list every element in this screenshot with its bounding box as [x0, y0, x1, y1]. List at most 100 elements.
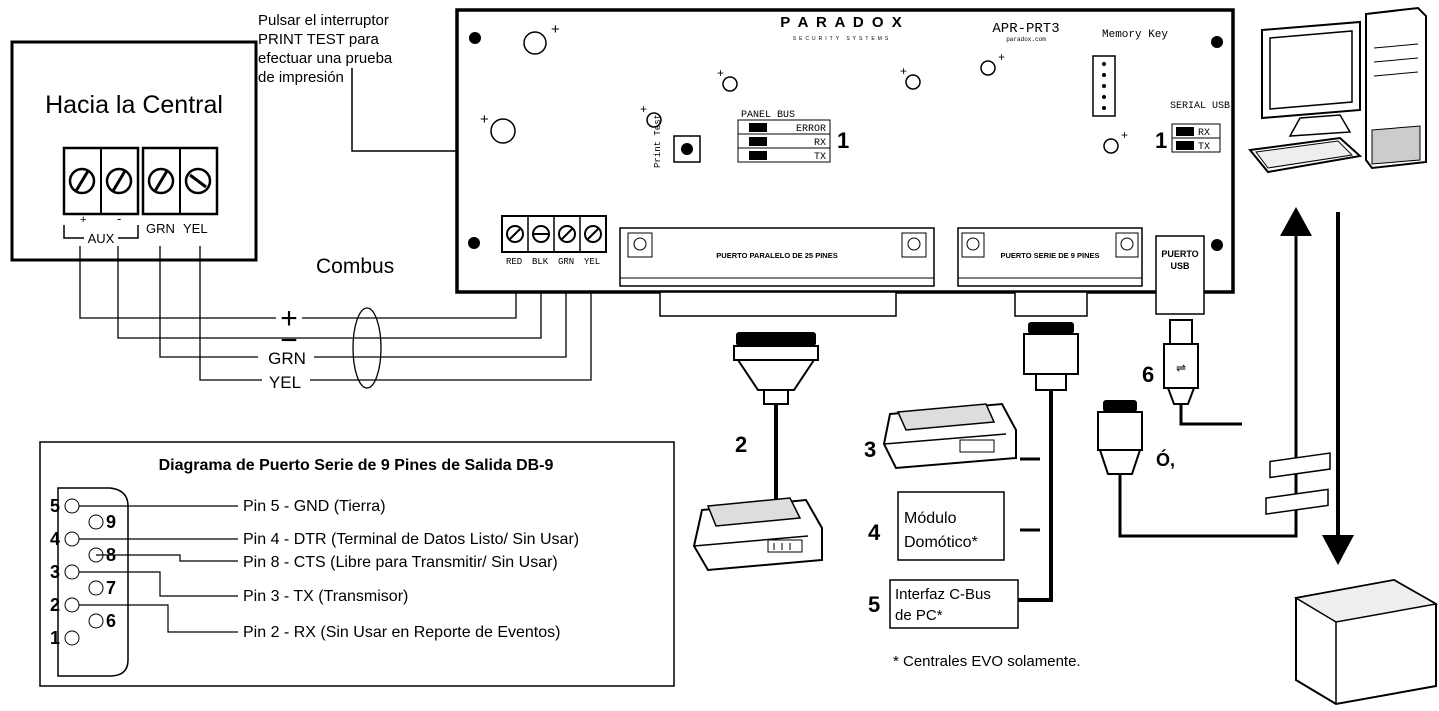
svg-text:SECURITY SYSTEMS: SECURITY SYSTEMS — [793, 36, 891, 42]
memory-key-label: Memory Key — [1102, 29, 1168, 41]
svg-text:6: 6 — [106, 611, 116, 631]
callout-3: 3 — [864, 437, 876, 462]
db9-line-2: Pin 4 - DTR (Terminal de Datos Listo/ Si… — [243, 531, 579, 548]
svg-text:4: 4 — [50, 529, 60, 549]
up-arrow-icon — [1280, 207, 1312, 260]
aux-plus-label: + — [80, 214, 86, 226]
central-panel: Hacia la Central + - AUX GRN YEL — [10, 40, 258, 262]
print-test-label: Print Test — [653, 114, 663, 168]
combus-label: Combus — [316, 255, 394, 278]
svg-text:+: + — [551, 21, 560, 38]
svg-text:TX: TX — [814, 152, 826, 163]
computer-icon — [1248, 6, 1427, 174]
svg-text:9: 9 — [106, 512, 116, 532]
screw-icon — [147, 167, 175, 195]
svg-text:3: 3 — [50, 562, 60, 582]
or-label: Ó, — [1156, 449, 1175, 470]
db9-line-4: Pin 3 - TX (Transmisor) — [243, 588, 408, 605]
wire-grn: GRN — [268, 349, 306, 368]
parallel-port: PUERTO PARALELO DE 25 PINES — [619, 227, 935, 317]
db9-line-5: Pin 2 - RX (Sin Usar en Reporte de Event… — [243, 624, 560, 641]
board-terminals: RED BLK GRN YEL — [501, 215, 607, 267]
screw-icon — [584, 225, 602, 243]
db9-alt-connector — [1097, 230, 1298, 538]
callout-1: 1 — [837, 128, 849, 153]
svg-text:USB: USB — [1170, 261, 1190, 271]
svg-text:+: + — [998, 50, 1005, 64]
svg-text:de impresión: de impresión — [258, 69, 344, 86]
screw-icon — [558, 225, 576, 243]
svg-text:+: + — [900, 64, 907, 78]
serial-port: PUERTO SERIE DE 9 PINES — [957, 227, 1143, 317]
screw-icon — [532, 225, 550, 243]
svg-text:+: + — [480, 111, 489, 128]
prt3-board: + + + + + + + P A R A D O X SECURITY SYS… — [455, 8, 1235, 317]
svg-text:+: + — [717, 66, 724, 80]
svg-text:5: 5 — [50, 496, 60, 516]
print-test-note: Pulsar el interruptor PRINT TEST para ef… — [258, 12, 634, 159]
svg-text:paradox.com: paradox.com — [1006, 36, 1046, 43]
callout-4: 4 — [868, 520, 881, 545]
db9-line-1: Pin 5 - GND (Tierra) — [243, 498, 386, 515]
callout-2: 2 — [735, 432, 747, 457]
modulo-domotico-box: Módulo Domótico* — [897, 491, 1005, 561]
interfaz-cbus-box: Interfaz C-Bus de PC* — [889, 579, 1019, 629]
svg-text:PUERTO: PUERTO — [1161, 249, 1198, 259]
svg-text:RX: RX — [814, 138, 826, 149]
db9-diagram: Diagrama de Puerto Serie de 9 Pines de S… — [39, 441, 675, 687]
grn-label: GRN — [146, 221, 175, 236]
svg-text:TX: TX — [1198, 142, 1210, 153]
svg-text:SERIAL USB: SERIAL USB — [1170, 101, 1230, 112]
screw-icon — [68, 167, 96, 195]
usb-cable: ⇌ — [1163, 319, 1242, 426]
printer-icon — [692, 497, 823, 572]
down-arrow-icon — [1322, 212, 1354, 565]
laser-printer-icon — [1265, 452, 1439, 706]
svg-text:PUERTO SERIE DE 9 PINES: PUERTO SERIE DE 9 PINES — [1000, 251, 1099, 260]
svg-text:RED: RED — [506, 257, 522, 267]
footnote: * Centrales EVO solamente. — [893, 653, 1081, 670]
svg-text:+: + — [640, 102, 647, 116]
svg-text:Interfaz C-Bus: Interfaz C-Bus — [895, 586, 991, 603]
svg-text:Módulo: Módulo — [904, 510, 957, 527]
svg-text:PUERTO PARALELO DE 25 PINES: PUERTO PARALELO DE 25 PINES — [716, 251, 837, 260]
usb-icon: ⇌ — [1176, 361, 1186, 375]
db9-line-3: Pin 8 - CTS (Libre para Transmitir/ Sin … — [243, 554, 558, 571]
aux-minus-label: - — [117, 211, 121, 226]
svg-text:ERROR: ERROR — [796, 124, 826, 135]
printer-icon — [882, 402, 1017, 470]
wire-plus: + — [280, 302, 298, 335]
usb-port: PUERTO USB — [1155, 235, 1205, 315]
central-title: Hacia la Central — [45, 91, 223, 119]
panel-bus-leds: PANEL BUS ERROR RX TX — [737, 110, 831, 163]
yel-label: YEL — [183, 221, 208, 236]
svg-text:YEL: YEL — [584, 257, 600, 267]
wire-yel: YEL — [269, 373, 301, 392]
svg-text:de PC*: de PC* — [895, 607, 943, 624]
svg-text:Domótico*: Domótico* — [904, 534, 978, 551]
callout-5: 5 — [868, 592, 880, 617]
memory-key-connector — [1092, 55, 1116, 117]
model-label: APR-PRT3 — [992, 21, 1059, 37]
callout-6: 6 — [1142, 362, 1154, 387]
svg-text:1: 1 — [50, 628, 60, 648]
svg-text:Pulsar el interruptor: Pulsar el interruptor — [258, 12, 389, 29]
svg-text:efectuar una prueba: efectuar una prueba — [258, 50, 393, 67]
svg-text:PRINT TEST para: PRINT TEST para — [258, 31, 380, 48]
screw-icon — [184, 167, 212, 195]
parallel-cable — [733, 332, 819, 505]
svg-text:7: 7 — [106, 578, 116, 598]
paradox-logo: P A R A D O X — [780, 14, 904, 31]
svg-text:RX: RX — [1198, 128, 1210, 139]
aux-label: AUX — [88, 231, 115, 246]
svg-text:PANEL BUS: PANEL BUS — [741, 110, 795, 121]
screw-icon — [105, 167, 133, 195]
callout-1b: 1 — [1155, 128, 1167, 153]
serial-cable — [1018, 322, 1079, 602]
screw-icon — [506, 225, 524, 243]
svg-text:GRN: GRN — [558, 257, 574, 267]
serial-usb-leds: SERIAL USB RX TX — [1170, 101, 1230, 153]
db9-title: Diagrama de Puerto Serie de 9 Pines de S… — [159, 457, 554, 474]
svg-text:BLK: BLK — [532, 257, 549, 267]
